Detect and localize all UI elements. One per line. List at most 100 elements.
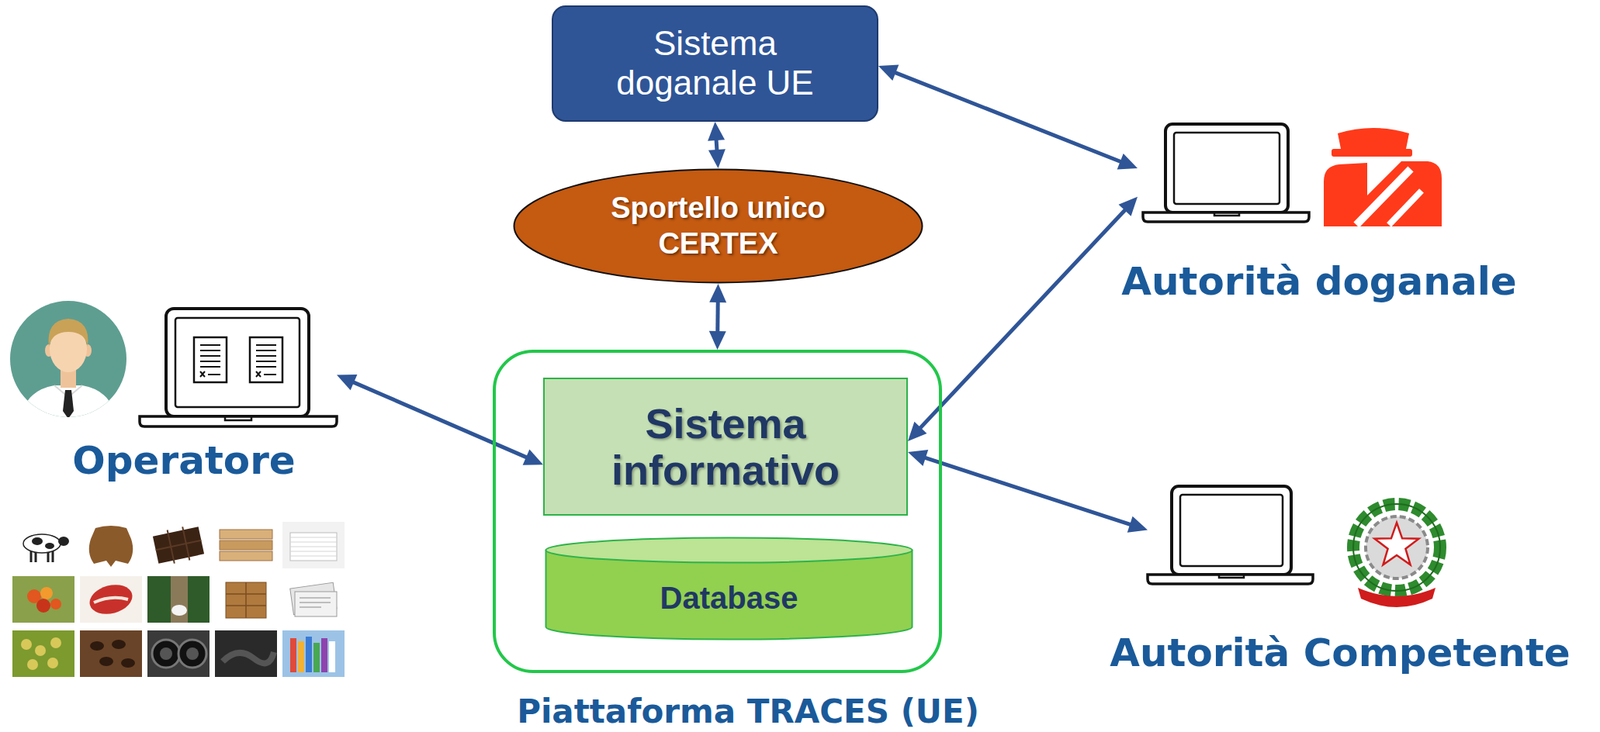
goods-thumbnails [12,522,75,569]
node-label: Operatore [72,439,295,483]
state-emblem [1353,504,1441,592]
goods-thumbnails [282,576,345,624]
node-text: Sistema doganale UE [599,24,832,103]
node-label: Autorità doganale [1121,260,1517,304]
ellipse-outline [512,168,924,284]
arrow-head [878,65,899,81]
arrow-head [336,374,357,391]
goods-thumbnails [282,522,345,569]
cylinder-body [546,550,913,641]
goods-thumbnails [294,592,337,617]
goods-thumbnails [214,522,278,569]
process-box: Sistema informativo [543,377,908,517]
connector-line [919,209,1126,430]
arrow-head [1127,516,1148,534]
system-box: Sistema doganale UE [551,5,879,122]
arrow-head [1118,197,1138,217]
customs-officer-icon [1323,161,1442,227]
laptop-icon [166,308,309,417]
laptop-icon [225,416,252,421]
ellipse-outline [514,169,923,284]
goods-thumbnails [178,640,207,669]
laptop-icon [1165,124,1289,213]
customs-officer-icon [1331,148,1413,157]
state-emblem [1365,516,1428,579]
database-cylinder: Database [544,536,914,641]
connector-arrow [707,121,726,169]
laptop-icon [139,308,337,427]
goods-thumbnails [282,630,345,678]
customs-officer-icon [1388,190,1422,226]
laptop-icon [1142,124,1310,222]
goods-thumbnails [23,534,61,554]
goods-thumbnails [290,533,337,562]
arrow-head [707,121,725,142]
laptop-icon [200,371,221,378]
laptop-icon [249,337,283,383]
goods-thumbnails [214,630,278,678]
actor-node: Autorità doganale [1137,120,1442,230]
goods-thumbnails [313,643,320,673]
goods-thumbnails [79,522,142,569]
goods-thumbnails [152,640,181,669]
state-emblem [1353,504,1441,608]
actor-node: Autorità Competente [1147,486,1445,603]
goods-thumbnails [12,522,345,678]
operator-avatar [10,301,127,423]
goods-thumbnails [79,522,142,569]
goods-thumbnails [45,543,55,550]
connector-line [716,138,717,152]
goods-thumbnails [12,630,75,678]
goods-thumbnails [79,630,142,678]
arrow-head [709,283,727,303]
laptop-icon [256,345,277,368]
laptop-icon [1142,212,1310,222]
goods-thumbnails [31,537,43,546]
goods-thumbnails [290,537,337,557]
node-label: Piattaforma TRACES (UE) [516,694,980,731]
connector-arrow [878,65,1138,170]
goods-thumbnails [12,576,75,624]
goods-thumbnails [12,522,75,569]
ellipse-node: Sportello unico CERTEX [512,168,924,284]
arrow-head [708,148,726,169]
goods-thumbnails [93,598,129,603]
goods-thumbnails [214,522,278,569]
goods-thumbnails [214,576,278,624]
operator-avatar [20,385,117,423]
node-text: Database [660,579,799,617]
goods-thumbnails [214,630,278,678]
goods-thumbnails [214,576,278,624]
goods-thumbnails [152,523,205,568]
goods-thumbnails [89,526,134,568]
goods-thumbnails [147,630,210,678]
node-label: Autorità Competente [1109,632,1570,676]
connector-line [924,457,1132,526]
cylinder-top [546,538,913,564]
laptop-icon [1147,574,1313,585]
goods-thumbnails [12,576,75,624]
goods-thumbnails [99,657,114,667]
goods-thumbnails [111,640,126,650]
arrow-head [709,331,727,350]
goods-thumbnails [47,658,59,669]
goods-thumbnails [170,576,188,624]
goods-thumbnails [147,522,210,569]
laptop-icon [1180,495,1283,567]
goods-thumbnails [40,587,53,600]
goods-thumbnails [222,652,274,664]
connector-arrow [907,197,1138,442]
goods-thumbnails [282,630,345,678]
goods-thumbnails [147,522,210,569]
state-emblem [1374,522,1420,565]
customs-officer-icon [1323,128,1442,227]
goods-thumbnails [20,639,32,651]
connector-line [352,381,528,458]
laptop-icon [256,371,277,378]
operator-avatar [20,367,117,423]
laptop-icon [1147,486,1313,585]
arrow-head [907,450,929,467]
goods-thumbnails [12,630,75,678]
connector-line [715,301,720,333]
